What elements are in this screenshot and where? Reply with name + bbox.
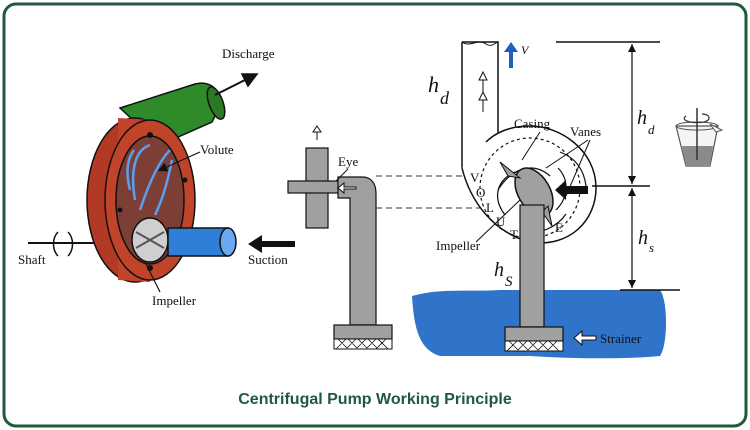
dimension-lines [556,41,660,288]
pump-body-illustration [28,82,237,283]
label-hs-water-sub: S [505,274,513,290]
label-impeller-left: Impeller [152,293,197,308]
label-strainer: Strainer [600,331,642,346]
label-shaft: Shaft [18,252,46,267]
label-suction: Suction [248,252,288,267]
eye-pipe-illustration [287,125,393,350]
label-hd-pipe: h [428,72,439,97]
label-hd-dim: h [637,107,647,129]
label-eye: Eye [338,154,358,169]
diagram-caption: Centrifugal Pump Working Principle [238,391,512,408]
shaft-rotation-icon [52,231,59,257]
label-discharge: Discharge [222,46,275,61]
label-v: V [521,43,530,57]
flow-arrows [126,143,174,216]
velocity-arrow [504,42,518,68]
discharge-arrow [214,73,259,96]
volute-cross-section [461,125,597,244]
suction-pipe [167,227,229,257]
volute-letter-v: V [470,170,480,185]
label-vanes: Vanes [570,124,601,139]
suction-arrow [248,235,295,253]
volute-letter-o: O [476,185,485,200]
volute-letter-t: T [510,227,518,242]
label-casing: Casing [514,116,551,131]
volute-letter-l: L [486,200,494,215]
label-hd-dim-sub: d [648,122,655,137]
glass-stirring-icon [675,108,724,167]
inflow-arrow [555,180,588,200]
label-volute: Volute [200,142,234,157]
label-hs-dim: h [638,227,648,249]
label-impeller-right: Impeller [436,238,481,253]
label-hs-water: h [494,259,504,281]
label-hd-pipe-sub: d [440,88,450,108]
volute-letter-u: U [496,214,506,229]
label-hs-dim-sub: s [649,240,654,255]
suction-column [519,204,545,328]
volute-letter-e: E [555,220,563,235]
